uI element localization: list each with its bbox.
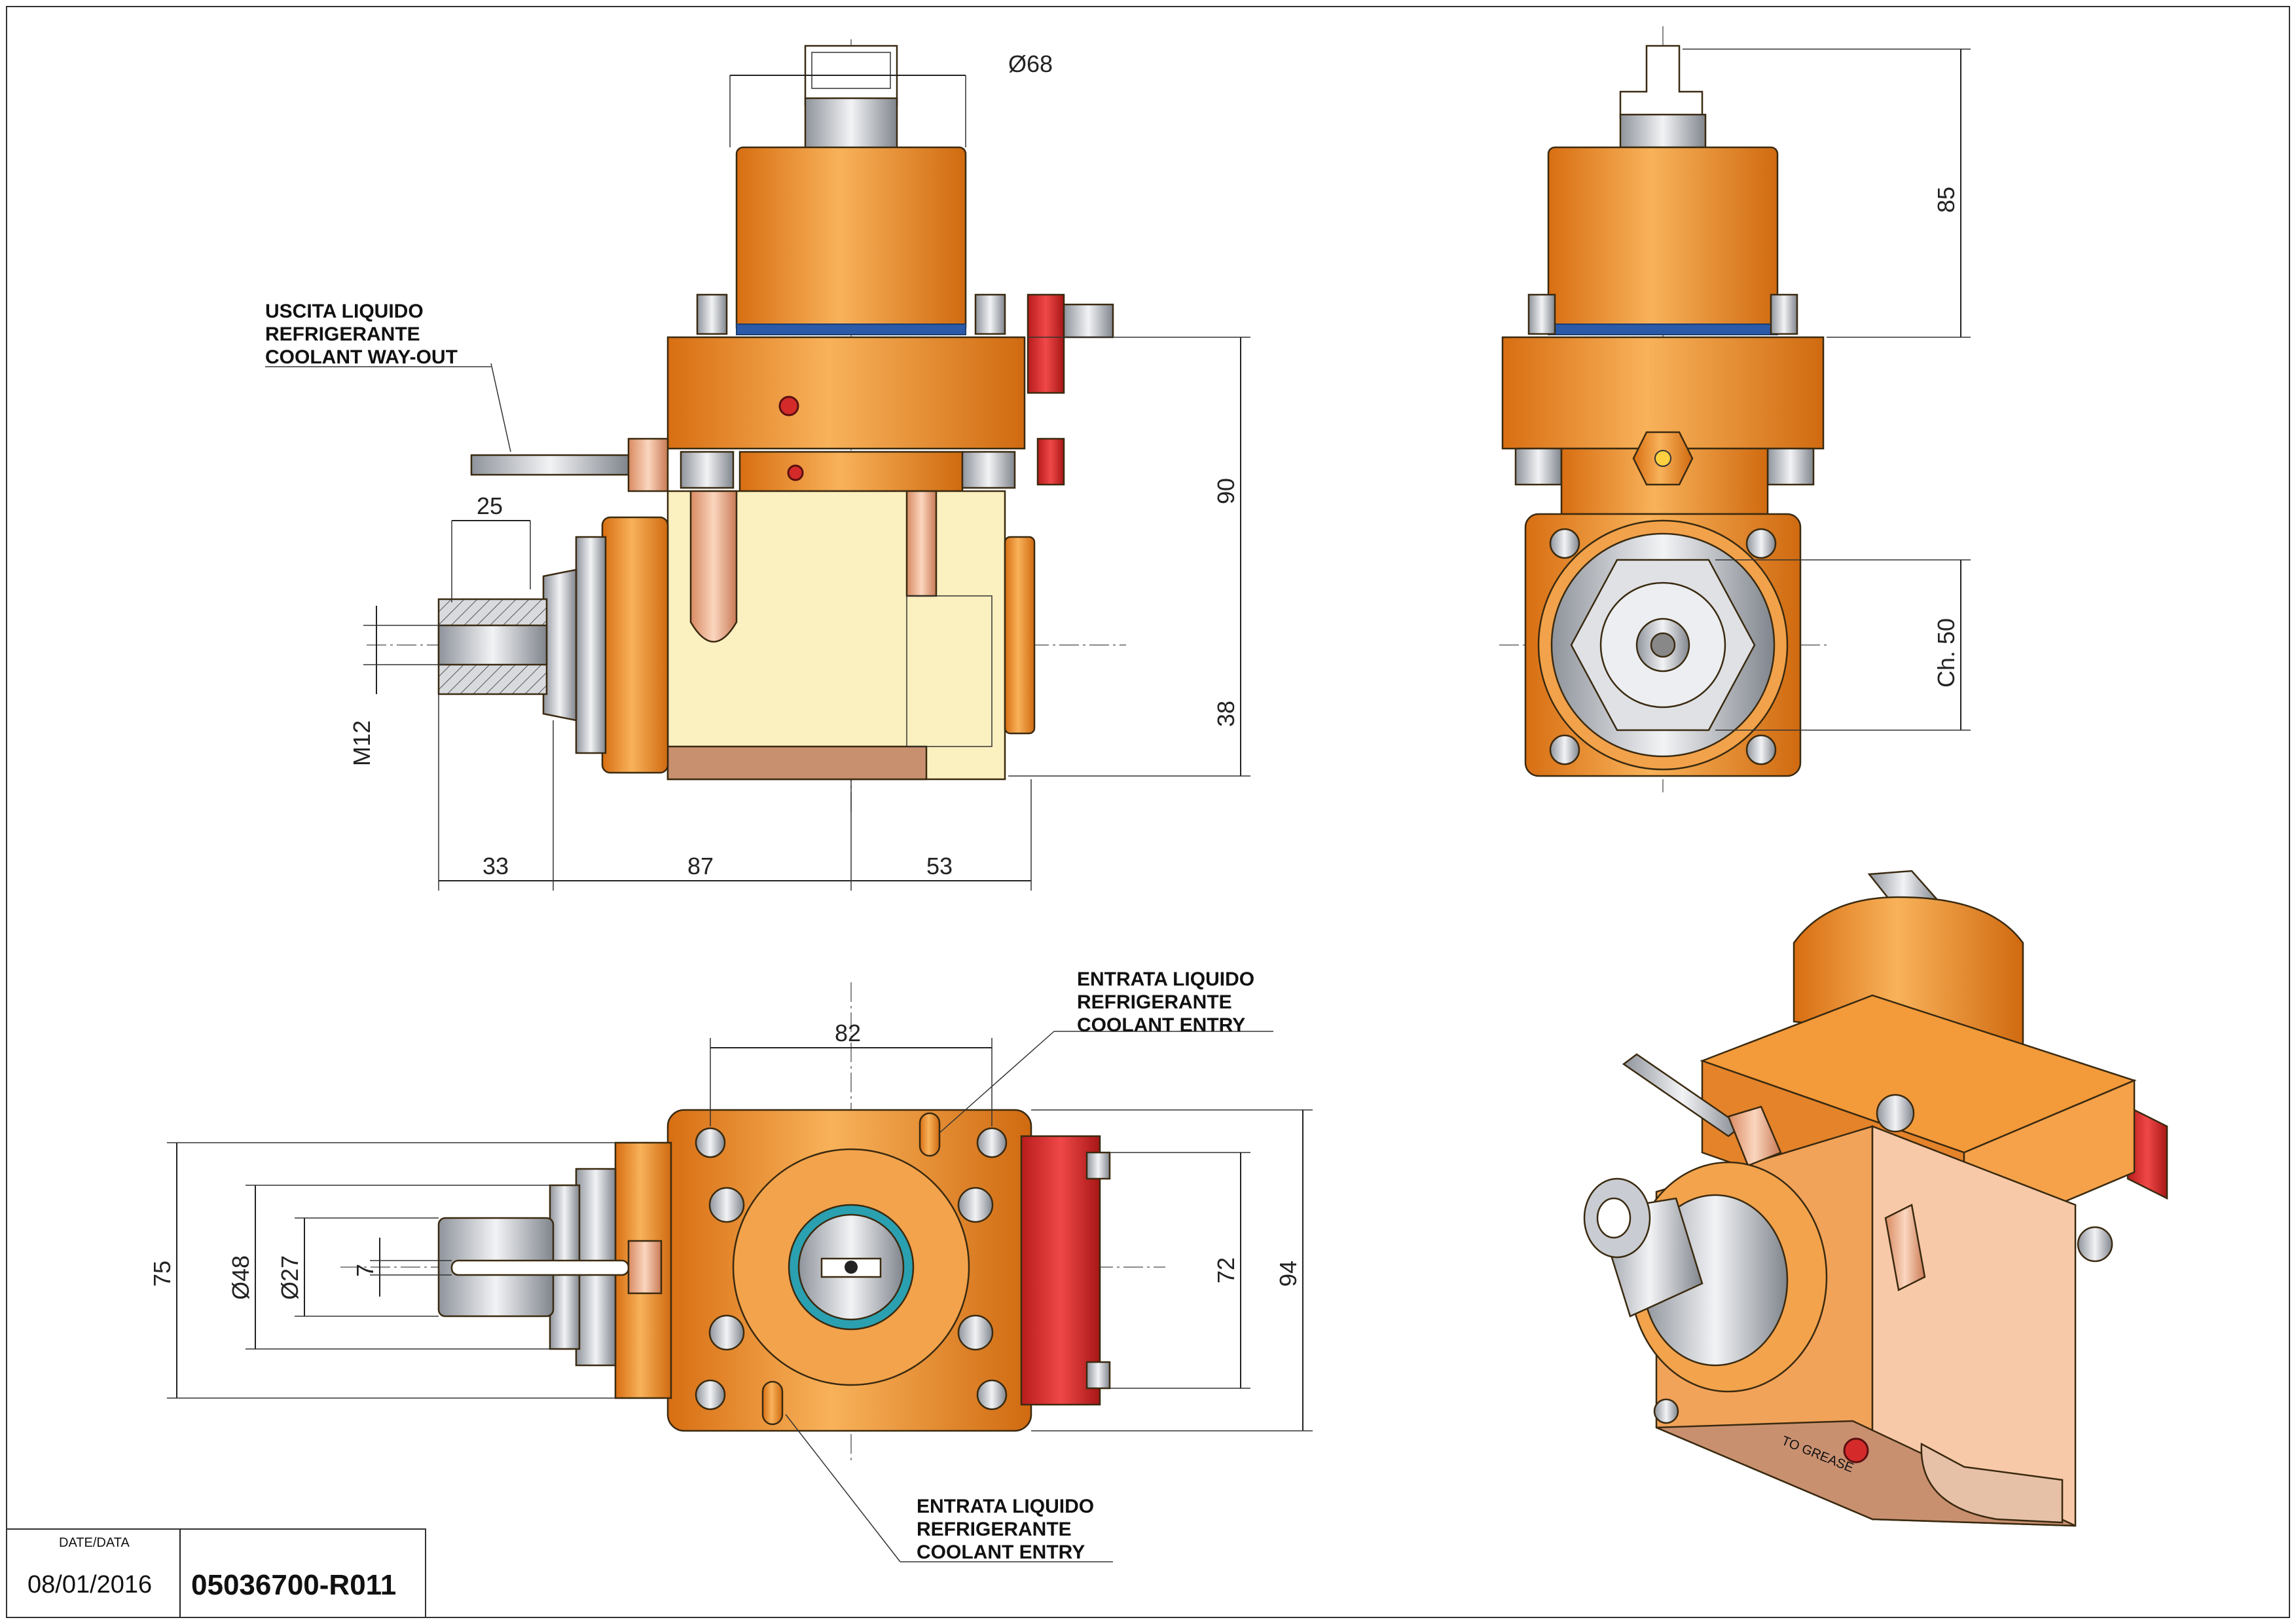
dim-38: 38 (1212, 701, 1239, 727)
dim-90: 90 (1212, 478, 1239, 504)
label-coolant-out-3: COOLANT WAY-OUT (265, 346, 458, 368)
dim-m12: M12 (348, 720, 375, 766)
dim-phi27: Ø27 (276, 1255, 303, 1300)
label-entry-top-3: COOLANT ENTRY (1077, 1014, 1245, 1036)
collet-nut-icon (437, 568, 577, 722)
side-shank (1619, 45, 1704, 119)
top-view: 82 75 Ø48 Ø27 7 72 94 ENTRATA LIQUIDO RE… (149, 969, 1313, 1563)
title-block-date: 08/01/2016 (27, 1571, 152, 1598)
red-clamp (1027, 293, 1065, 394)
collet-nut-icon (1583, 1177, 1704, 1318)
dim-33: 33 (483, 853, 509, 879)
title-block-code: 05036700-R011 (191, 1569, 396, 1601)
dim-25: 25 (477, 492, 503, 519)
dim-72: 72 (1212, 1257, 1239, 1283)
hex-socket-screw-icon (696, 293, 1006, 335)
dim-82: 82 (835, 1020, 861, 1046)
upper-flange-block (666, 336, 1026, 450)
dim-phi68: Ø68 (1008, 50, 1053, 77)
dim-75: 75 (149, 1261, 175, 1287)
output-flange (601, 516, 669, 774)
spindle-housing (735, 146, 967, 335)
isometric-view: TO GREASE (1583, 870, 2168, 1527)
label-coolant-out-2: REFRIGERANTE (265, 323, 420, 345)
label-entry-bottom-3: COOLANT ENTRY (917, 1541, 1085, 1563)
side-upper-block (1501, 336, 1825, 450)
hex-socket-screw-icon (695, 1127, 1008, 1411)
dim-phi48: Ø48 (227, 1255, 254, 1300)
coolant-pipe-icon (1622, 1053, 1782, 1167)
sheet-border (6, 6, 2290, 1618)
dim-7: 7 (352, 1264, 378, 1277)
hex-socket-screw-icon (1549, 528, 1777, 766)
dim-53: 53 (926, 853, 953, 879)
front-view: Ø68 90 38 25 M12 33 87 53 USCITA LIQUIDO… (265, 39, 1250, 891)
coolant-pipe-icon (470, 437, 669, 492)
dim-ch50: Ch. 50 (1933, 618, 1959, 688)
label-entry-top-2: REFRIGERANTE (1077, 991, 1232, 1013)
title-block-date-label: DATE/DATA (59, 1536, 130, 1550)
dim-87: 87 (687, 853, 714, 879)
label-entry-bottom-2: REFRIGERANTE (917, 1519, 1072, 1540)
label-coolant-out-1: USCITA LIQUIDO (265, 301, 424, 322)
label-entry-top-1: ENTRATA LIQUIDO (1077, 969, 1254, 990)
top-view-red-clamp (1020, 1135, 1101, 1406)
dim-94: 94 (1275, 1261, 1302, 1287)
dim-85: 85 (1933, 187, 1959, 213)
title-block: DATE/DATA 08/01/2016 05036700-R011 (6, 1528, 426, 1618)
label-entry-bottom-1: ENTRATA LIQUIDO (917, 1496, 1094, 1517)
side-view: 85 Ch. 50 (1499, 26, 1971, 792)
